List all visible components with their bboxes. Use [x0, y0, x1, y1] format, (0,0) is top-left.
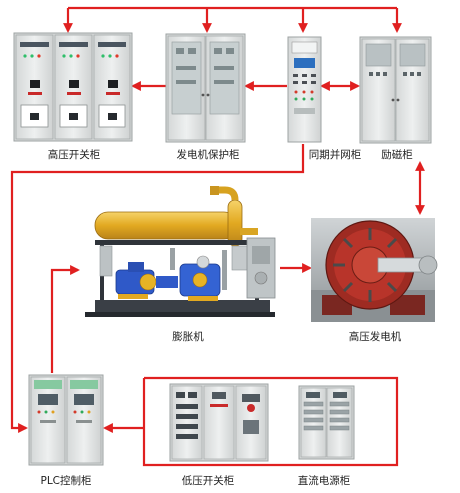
label-sync: 同期并网柜 — [309, 148, 362, 161]
label-hv-generator: 高压发电机 — [349, 330, 402, 343]
line-lowvoltage-loop — [142, 376, 399, 467]
lv-switch-cabinet — [169, 383, 269, 462]
hv-generator — [311, 218, 438, 322]
label-excite: 励磁柜 — [381, 148, 413, 161]
sync-cabinet — [287, 36, 322, 143]
hv-switch-cabinet — [13, 32, 133, 142]
line-plc-to-expander — [50, 265, 80, 373]
label-lv-switch: 低压开关柜 — [182, 474, 235, 487]
expander-skid — [85, 186, 276, 317]
label-dc-power: 直流电源柜 — [298, 474, 351, 487]
label-hv-switch: 高压开关柜 — [48, 148, 101, 161]
label-expander: 膨胀机 — [172, 330, 204, 343]
plc-cabinet — [28, 374, 104, 466]
label-gen-protect: 发电机保护柜 — [177, 148, 240, 161]
label-plc: PLC控制柜 — [40, 474, 91, 487]
connection-arrows — [10, 6, 425, 467]
gen-protect-cabinet — [165, 33, 246, 143]
excite-cabinet — [359, 36, 432, 144]
dc-power-cabinet — [298, 385, 355, 460]
line-sync-to-plc — [10, 144, 305, 433]
